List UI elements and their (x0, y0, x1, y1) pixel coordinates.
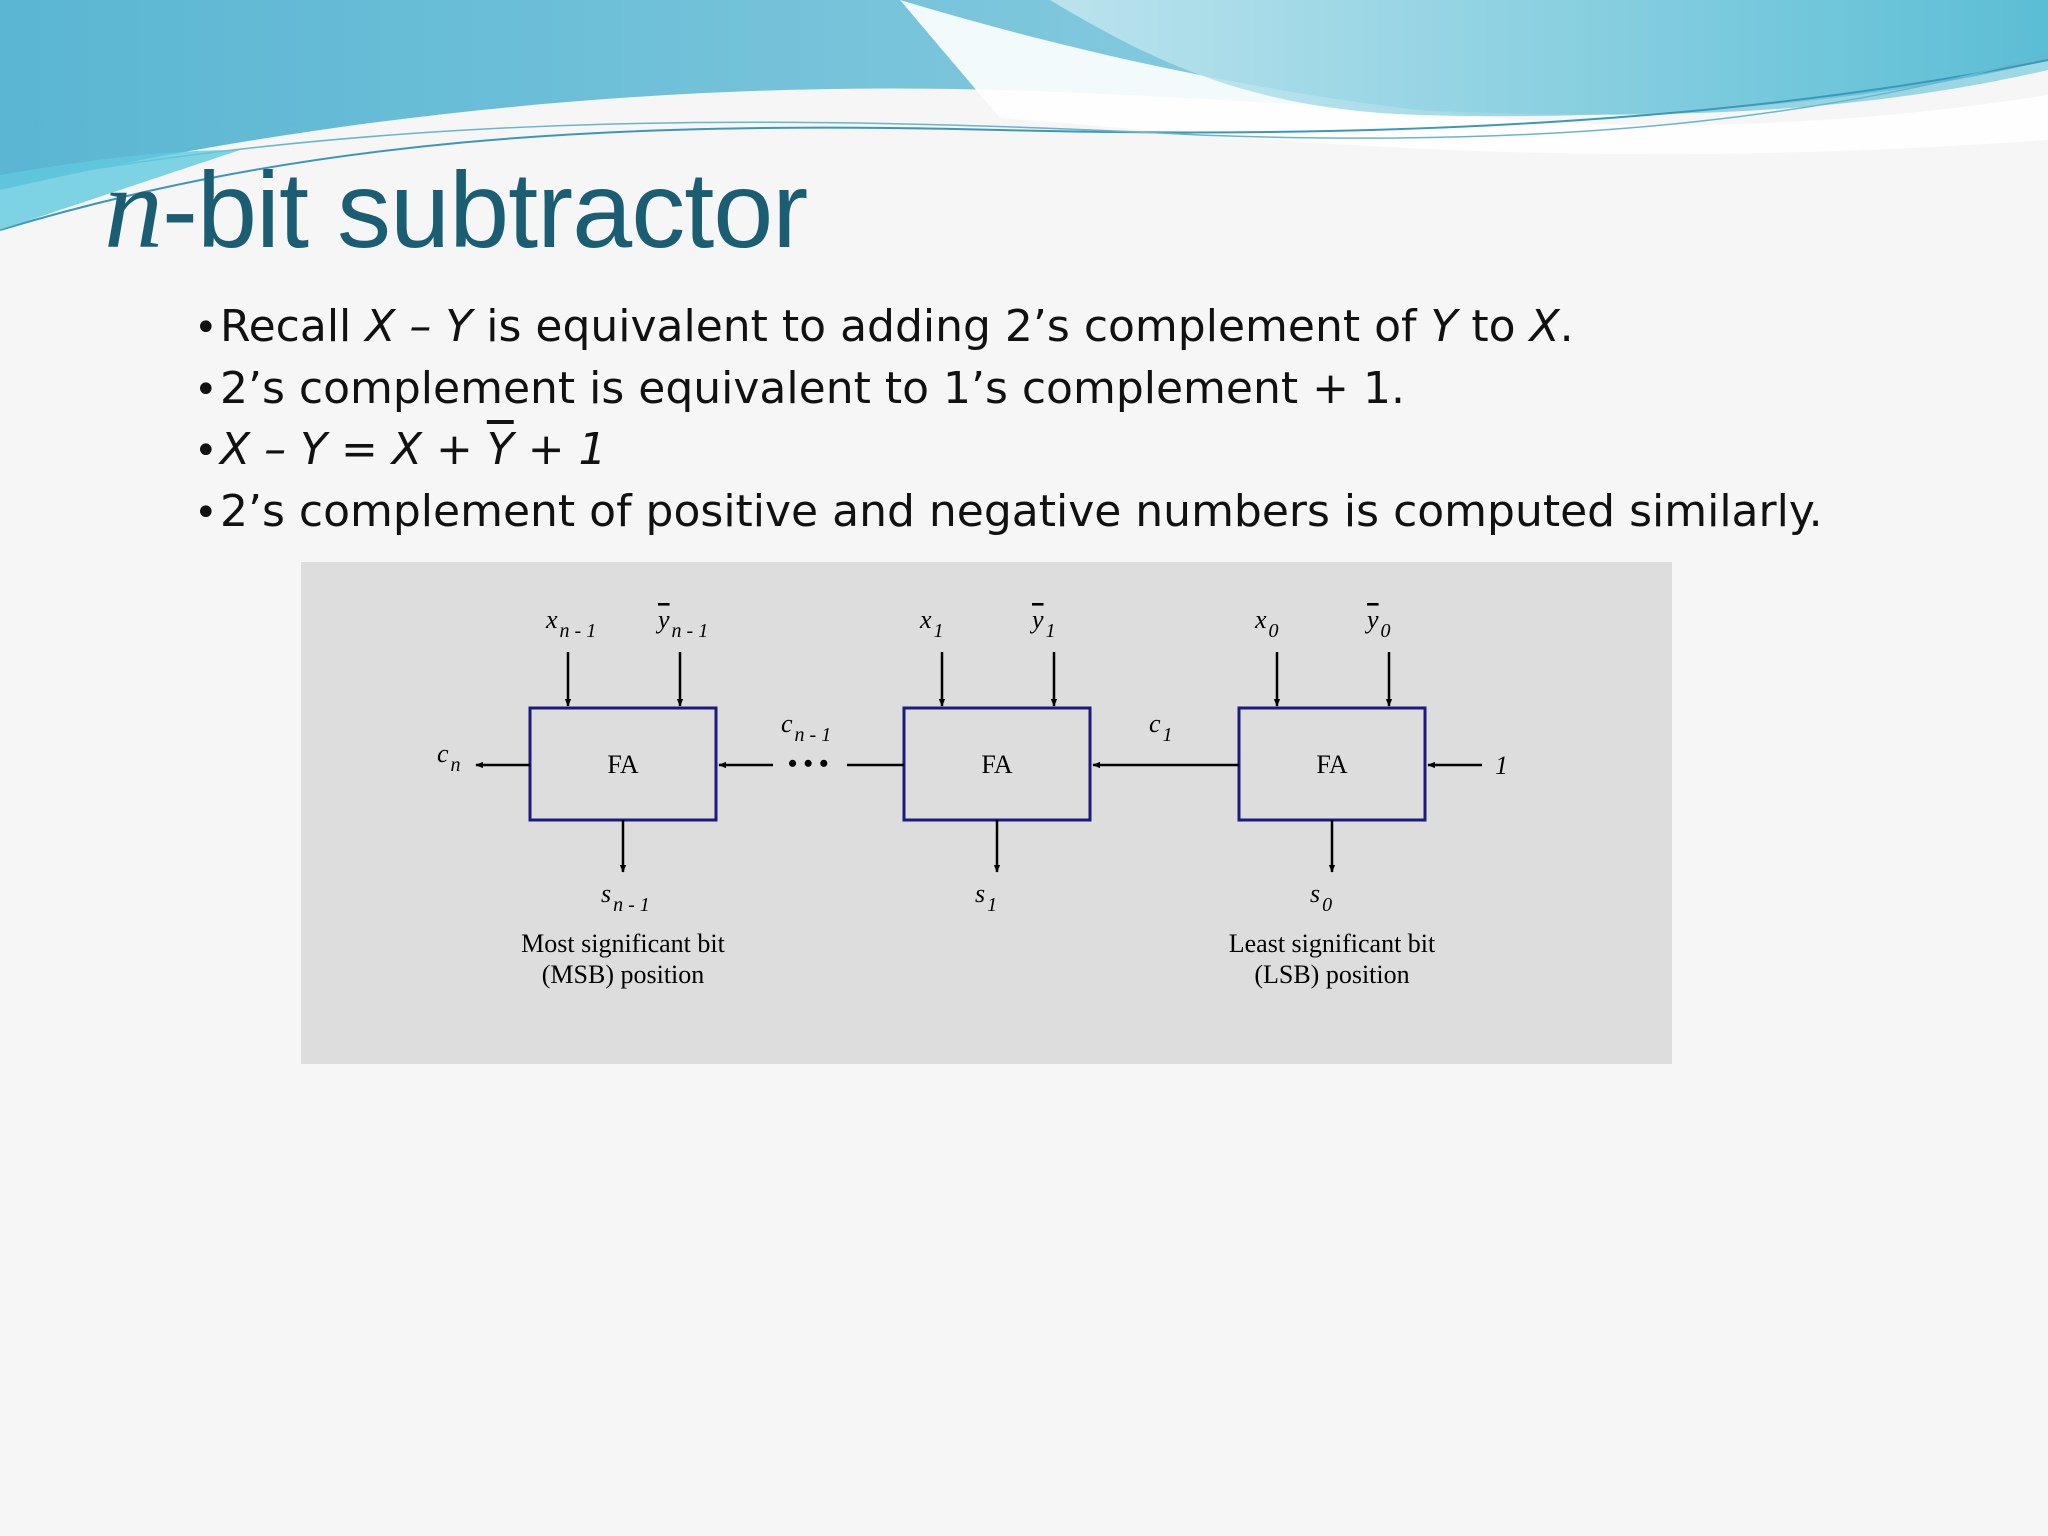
bullet-text: Y (486, 424, 514, 475)
bullet-dot: • (194, 305, 218, 351)
bullet-text: Y (1430, 301, 1458, 352)
sum-output-label-symbol: s (1310, 879, 1320, 908)
bullet-text: to (1457, 301, 1530, 352)
diagram-background (301, 562, 1672, 1064)
bullet-text: is equivalent to adding 2’s complement o… (472, 301, 1431, 352)
bullet-item: •2’s complement of positive and negative… (194, 481, 1994, 543)
x-input-label-subscript: 0 (1269, 620, 1279, 642)
msb-caption: Most significant bit (521, 929, 725, 958)
msb-caption: (MSB) position (542, 960, 705, 989)
ellipsis: • • • (788, 749, 828, 778)
x-input-label-subscript: 1 (934, 620, 944, 642)
lsb-caption: (LSB) position (1254, 960, 1409, 989)
carry-label-symbol: c (781, 709, 793, 738)
carry-in-label: 1 (1495, 751, 1508, 780)
bullet-dot: • (194, 489, 218, 536)
y-input-label-subscript: n - 1 (672, 620, 709, 642)
x-input-label-symbol: x (1254, 605, 1267, 634)
full-adder-label: FA (1316, 750, 1348, 779)
full-adder-label: FA (607, 750, 639, 779)
y-input-label-symbol: y (1364, 605, 1379, 634)
x-input-label-symbol: x (545, 605, 558, 634)
bullet-text: Recall (220, 301, 366, 352)
y-input-label-subscript: 0 (1381, 620, 1391, 642)
bullet-text: 2’s complement is equivalent to 1’s comp… (220, 362, 1405, 414)
lsb-caption: Least significant bit (1229, 929, 1436, 958)
carry-out-label-subscript: n (451, 754, 461, 776)
title-variable: n (104, 142, 163, 273)
y-input-label-subscript: 1 (1046, 620, 1056, 642)
carry-label-subscript: 1 (1163, 724, 1173, 746)
bullet-list: •Recall X – Y is equivalent to adding 2’… (194, 296, 1994, 542)
carry-label-subscript: n - 1 (795, 724, 832, 746)
x-input-label-symbol: x (919, 605, 932, 634)
bullet-text: X (1529, 301, 1560, 352)
carry-out-label-symbol: c (437, 739, 449, 768)
full-adder-label: FA (981, 750, 1013, 779)
bullet-item: •Recall X – Y is equivalent to adding 2’… (194, 296, 1994, 358)
bullet-dot: • (194, 428, 218, 474)
title-text: -bit subtractor (162, 149, 808, 270)
sum-output-label-subscript: 0 (1322, 894, 1332, 916)
sum-output-label-subscript: n - 1 (613, 894, 650, 916)
bullet-text: 2’s complement of positive and negative … (220, 485, 1823, 537)
slide-title: n-bit subtractor (104, 140, 808, 276)
bullet-item: •2’s complement is equivalent to 1’s com… (194, 358, 1994, 420)
bullet-text: X – Y = X + (220, 424, 487, 475)
header-wave-banner (0, 0, 2048, 231)
y-input-label-symbol: y (1029, 605, 1044, 634)
x-input-label-subscript: n - 1 (560, 620, 597, 642)
bullet-text: . (1559, 301, 1574, 352)
sum-output-label-symbol: s (975, 879, 985, 908)
bullet-text: X – Y (365, 301, 473, 352)
bullet-dot: • (194, 366, 218, 413)
y-input-label-symbol: y (655, 605, 670, 634)
bullet-item: •X – Y = X + Y + 1 (194, 419, 1994, 481)
sum-output-label-symbol: s (601, 879, 611, 908)
sum-output-label-subscript: 1 (987, 894, 997, 916)
carry-label-symbol: c (1149, 709, 1161, 738)
bullet-text: + 1 (513, 424, 607, 475)
